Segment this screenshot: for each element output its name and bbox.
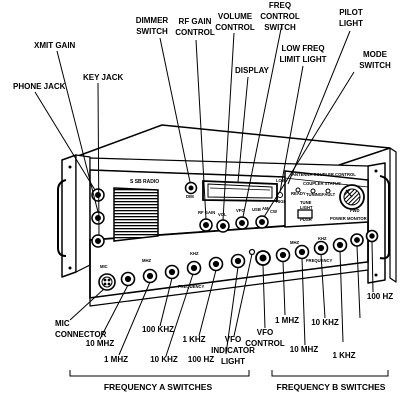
label-mic-connector-line2: CONNECTOR [55, 330, 107, 339]
label-b-1khz: 1 KHZ [332, 351, 355, 360]
label-freq-control-line2: CONTROL [260, 12, 300, 21]
coupler-status-lamps [295, 187, 331, 194]
freq-b-1mhz-knob[interactable] [294, 244, 310, 260]
panel-tuning: TUNING [306, 192, 322, 197]
rack-handles [57, 175, 390, 260]
panel-antenna-coupler-control: ANTENNA COUPLER CONTROL [292, 172, 356, 177]
label-low-freq-line1: LOW FREQ [281, 44, 324, 53]
panel-ssb-radio: S SB RADIO [130, 179, 159, 185]
panel-mhz-b: MHZ [290, 240, 300, 245]
label-pilot-light-line1: PILOT [339, 8, 363, 17]
label-phone-jack: PHONE JACK [13, 82, 66, 91]
panel-khz-b: KHZ [318, 236, 327, 241]
label-mode-switch-line2: SWITCH [359, 61, 391, 70]
label-a-1mhz: 1 MHZ [104, 355, 128, 364]
freq-a-10mhz-knob[interactable] [120, 271, 136, 287]
power-monitor-meter [339, 184, 365, 210]
panel-vol: VOL [218, 212, 227, 217]
label-low-freq-line2: LIMIT LIGHT [279, 55, 326, 64]
label-vfo-control-line1: VFO [257, 328, 273, 337]
mic-connector[interactable] [98, 273, 116, 291]
freq-a-100khz-knob[interactable] [164, 264, 180, 280]
volume-knob[interactable] [216, 219, 230, 233]
panel-low: LOW [276, 178, 286, 183]
tune-push-button[interactable] [297, 209, 313, 219]
panel-frequency-b: FREQUENCY [306, 258, 332, 263]
vfo-control-knob[interactable] [255, 250, 271, 266]
callout-labels: PHONE JACK XMIT GAIN KEY JACK DIMMER SWI… [13, 1, 393, 392]
label-display: DISPLAY [235, 66, 270, 75]
mode-knob[interactable] [255, 215, 269, 229]
label-mode-switch-line1: MODE [363, 50, 388, 59]
panel-push: PUSH [300, 217, 312, 222]
panel-dim: DIM [186, 194, 194, 199]
label-a-10mhz: 10 MHZ [86, 339, 115, 348]
freq-b-100hz-knob[interactable] [365, 229, 379, 243]
panel-am: AM [262, 206, 269, 211]
label-mic-connector-line1: MIC [55, 319, 70, 328]
label-xmit-gain: XMIT GAIN [34, 41, 76, 50]
label-b-10mhz: 10 MHZ [290, 345, 319, 354]
label-vfo-indicator-line2: INDICATOR [211, 346, 255, 355]
panel-light: LIGHT [300, 205, 313, 210]
frequency-b-knobs [275, 229, 379, 263]
label-frequency-b-switches: FREQUENCY B SWITCHES [277, 382, 386, 392]
freq-b-1khz-knob[interactable] [350, 233, 364, 247]
panel-high: HIGH [276, 199, 286, 204]
label-b-100hz: 100 HZ [367, 292, 393, 301]
dimmer-knob[interactable] [184, 181, 198, 195]
panel-mhz-a: MHZ [142, 258, 152, 263]
freq-b-10khz-knob[interactable] [332, 237, 348, 253]
display-window [202, 180, 278, 202]
panel-coupler-status: COUPLER STATUS [303, 181, 341, 186]
freq-control-switch[interactable] [235, 216, 249, 230]
panel-rf-gain: RF GAIN [198, 210, 215, 215]
panel-usb: USB [252, 207, 261, 212]
panel-vfo: VFO [236, 208, 245, 213]
freq-a-100hz-knob[interactable] [230, 253, 246, 269]
label-dimmer-switch-line1: DIMMER [136, 16, 169, 25]
speaker-grille [113, 187, 159, 242]
rf-gain-knob[interactable] [199, 218, 213, 232]
label-a-100hz: 100 HZ [188, 355, 214, 364]
label-freq-control-line3: SWITCH [264, 23, 296, 32]
freq-a-10khz-knob[interactable] [186, 260, 202, 276]
jack-column [91, 188, 105, 248]
panel-cw: CW [270, 209, 277, 214]
label-b-1mhz: 1 MHZ [275, 316, 299, 325]
label-vfo-indicator-line1: VFO [225, 335, 241, 344]
freq-b-10mhz-knob[interactable] [275, 247, 291, 263]
label-key-jack: KEY JACK [83, 73, 124, 82]
label-b-10khz: 10 KHZ [311, 318, 339, 327]
label-volume-line2: CONTROL [215, 23, 255, 32]
rack-holes [68, 165, 378, 277]
label-a-100khz: 100 KHZ [142, 325, 174, 334]
label-rf-gain-line1: RF GAIN [179, 17, 212, 26]
label-a-10khz: 10 KHZ [150, 355, 178, 364]
panel-mic: MIC [100, 264, 108, 269]
freq-a-1mhz-knob[interactable] [142, 268, 158, 284]
label-a-1khz: 1 KHZ [182, 335, 205, 344]
label-vfo-indicator-line3: LIGHT [221, 357, 245, 366]
panel-khz-a: KHZ [190, 251, 199, 256]
panel-fault: FAULT [322, 192, 336, 197]
vfo-indicator-light [248, 248, 256, 256]
panel-tune: TUNE [300, 200, 312, 205]
label-dimmer-switch-line2: SWITCH [136, 27, 168, 36]
leader-lines [34, 23, 389, 377]
label-freq-control-line1: FREQ [269, 1, 291, 10]
freq-b-100khz-knob[interactable] [313, 240, 329, 256]
panel-ready: READY [291, 191, 306, 196]
label-vfo-control-line2: CONTROL [245, 339, 285, 348]
freq-a-1khz-knob[interactable] [208, 256, 224, 272]
panel-fwd: FWD [350, 208, 360, 213]
label-pilot-light-line2: LIGHT [339, 19, 363, 28]
panel-power-monitor: POWER MONITOR [330, 216, 367, 221]
label-frequency-a-switches: FREQUENCY A SWITCHES [104, 382, 213, 392]
panel-frequency-a: FREQUENCY [178, 284, 204, 289]
label-rf-gain-line2: CONTROL [175, 28, 215, 37]
label-volume-line1: VOLUME [218, 12, 253, 21]
